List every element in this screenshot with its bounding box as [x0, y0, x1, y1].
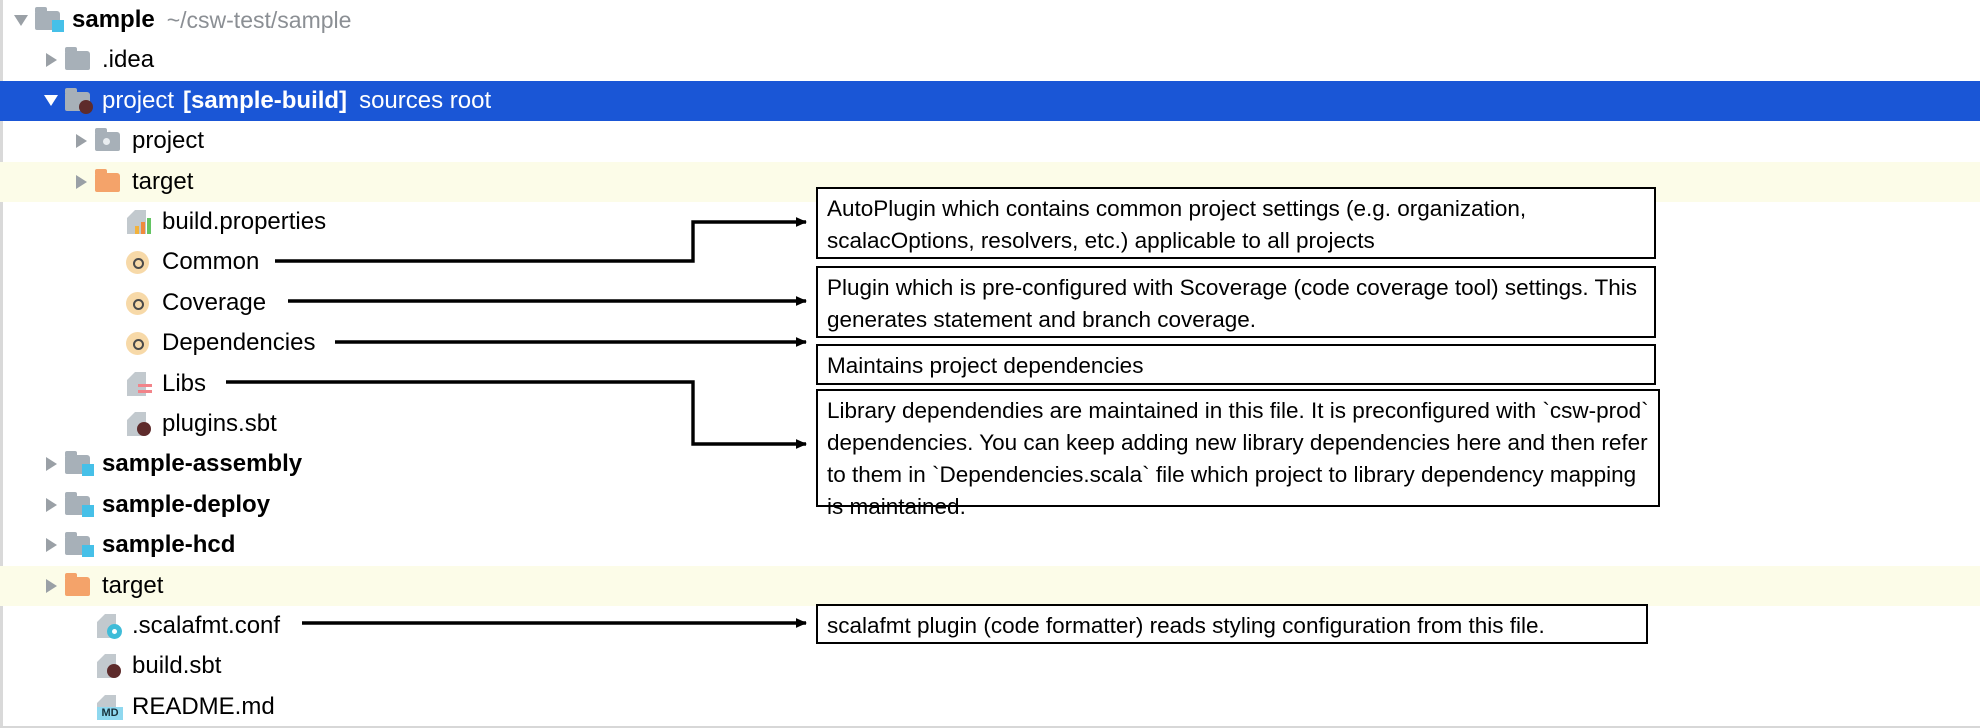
excluded-folder-icon: [64, 572, 94, 599]
twisty-spacer: [98, 364, 124, 404]
tree-row-target[interactable]: target: [0, 565, 1980, 606]
expand-triangle-icon[interactable]: [38, 566, 64, 606]
scala-object-icon: [124, 330, 154, 356]
expand-triangle-icon[interactable]: [38, 444, 64, 484]
bottom-divider: [0, 726, 1980, 728]
excluded-folder-icon: [94, 168, 124, 195]
tree-row-label: Coverage: [162, 288, 267, 316]
sbt-file-icon: [124, 411, 154, 437]
tree-row-label: .scalafmt.conf: [132, 612, 281, 639]
tree-row-label: project: [102, 86, 175, 114]
module-folder-icon: [64, 491, 94, 518]
markdown-file-icon: MD: [94, 694, 124, 720]
tree-row-coverage[interactable]: Coverage: [0, 283, 1980, 323]
callout-libs: Library dependendies are maintained in t…: [816, 389, 1660, 519]
tree-row-label: .idea: [102, 46, 155, 74]
callout-scalafmt: scalafmt plugin (code formatter) reads s…: [816, 604, 1648, 644]
module-folder-icon: [64, 451, 94, 477]
collapse-triangle-icon[interactable]: [38, 81, 64, 121]
twisty-spacer: [98, 242, 124, 282]
tree-row-label: target: [132, 167, 194, 195]
tree-row-module-tag: [sample-build]: [183, 86, 348, 114]
twisty-spacer: [68, 687, 94, 727]
tree-row-sample-deploy[interactable]: sample-deploy: [0, 485, 1980, 525]
twisty-spacer: [68, 646, 94, 686]
expand-triangle-icon[interactable]: [68, 121, 94, 161]
tree-row-label: build.properties: [162, 208, 327, 235]
callout-coverage: Plugin which is pre-configured with Scov…: [816, 266, 1656, 338]
scala-object-icon: [124, 249, 154, 275]
tree-row-path: ~/csw-test/sample: [166, 6, 352, 33]
twisty-spacer: [98, 404, 124, 444]
callout-common: AutoPlugin which contains common project…: [816, 187, 1656, 259]
tree-row-label: project: [132, 127, 205, 155]
tree-row-label: sample-deploy: [102, 490, 271, 518]
tree-row-sample-hcd[interactable]: sample-hcd: [0, 525, 1980, 565]
config-file-icon: [94, 613, 124, 639]
tree-row-label: target: [102, 571, 164, 599]
tree-row-project[interactable]: project: [0, 121, 1980, 161]
sbt-file-icon: [94, 653, 124, 679]
expand-triangle-icon[interactable]: [38, 485, 64, 525]
tree-row-label: sample-hcd: [102, 531, 236, 559]
sbt-module-folder-icon: [64, 87, 94, 114]
properties-file-icon: [124, 209, 154, 235]
tree-row-project[interactable]: project [sample-build] sources root: [0, 80, 1980, 121]
tree-row-label: Dependencies: [162, 329, 316, 357]
tree-row-common[interactable]: Common: [0, 242, 1980, 282]
scala-object-icon: [124, 290, 154, 316]
tree-row-label: Libs: [162, 369, 207, 397]
tree-row-scalafmt-conf[interactable]: .scalafmt.conf: [0, 606, 1980, 646]
twisty-spacer: [98, 202, 124, 242]
callout-dependencies: Maintains project dependencies: [816, 344, 1656, 385]
twisty-spacer: [98, 323, 124, 363]
tree-row-root-tag: sources root: [359, 86, 492, 114]
tree-row-idea[interactable]: .idea: [0, 40, 1980, 80]
tree-row-label: README.md: [132, 692, 275, 720]
tree-row-sample-assembly[interactable]: sample-assembly: [0, 444, 1980, 484]
expand-triangle-icon[interactable]: [38, 525, 64, 565]
module-folder-icon: [34, 7, 64, 33]
tree-row-build-sbt[interactable]: build.sbt: [0, 646, 1980, 686]
collapse-triangle-icon[interactable]: [8, 0, 34, 40]
scala-file-icon: [124, 371, 154, 397]
tree-row-dependencies[interactable]: Dependencies: [0, 323, 1980, 363]
twisty-spacer: [68, 606, 94, 646]
tree-row-label: sample: [72, 6, 155, 33]
tree-row-label: sample-assembly: [102, 450, 303, 478]
tree-row-label: Common: [162, 248, 260, 276]
expand-triangle-icon[interactable]: [38, 40, 64, 80]
source-folder-icon: [94, 128, 124, 154]
module-folder-icon: [64, 532, 94, 558]
tree-row-readme-md[interactable]: MD README.md: [0, 687, 1980, 727]
tree-row-libs[interactable]: Libs: [0, 364, 1980, 404]
tree-row-sample[interactable]: sample ~/csw-test/sample: [0, 0, 1980, 40]
left-rail: [0, 0, 3, 728]
tree-row-label: plugins.sbt: [162, 410, 277, 437]
tree-row-label: build.sbt: [132, 652, 222, 680]
twisty-spacer: [98, 283, 124, 323]
expand-triangle-icon[interactable]: [68, 162, 94, 202]
folder-icon: [64, 47, 94, 73]
